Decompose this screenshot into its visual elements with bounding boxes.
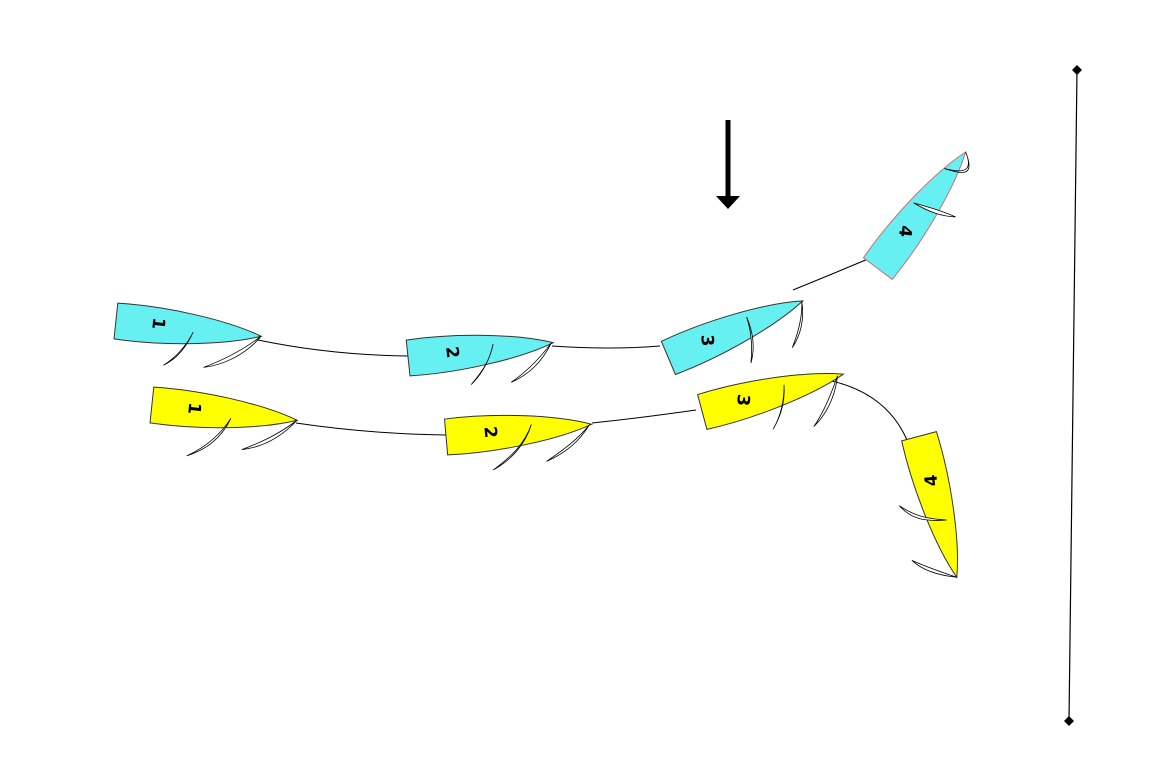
boat-sail (186, 418, 232, 457)
boat-yellow-3: 3 (697, 355, 849, 431)
boat-label: 4 (894, 224, 915, 238)
boat-sail (911, 559, 957, 578)
boat-label: 3 (732, 393, 753, 407)
diamond-mark-icon (1064, 716, 1074, 726)
boat-hull (697, 355, 849, 431)
finish-line (1064, 65, 1082, 726)
boat-sail (944, 151, 970, 173)
boat-sail (899, 505, 947, 521)
boat-yellow-4: 4 (899, 431, 976, 583)
boat-sail (470, 343, 494, 385)
boat-cyan-4: 4 (862, 140, 981, 281)
boat-sail (813, 375, 838, 427)
boat-sail (746, 316, 754, 364)
yellow-track (295, 378, 908, 441)
boat-sail (492, 424, 532, 471)
boat-hull (660, 283, 811, 376)
boat-hull (149, 386, 300, 439)
boat-sail (203, 335, 262, 368)
boat-sail (510, 342, 552, 383)
boat-sail (791, 301, 804, 348)
boat-cyan-3: 3 (660, 283, 811, 376)
diamond-mark-icon (1072, 65, 1082, 75)
boat-sail (546, 424, 590, 462)
boat-hull (113, 302, 264, 355)
wind-arrow-icon (716, 120, 740, 209)
boat-label: 1 (147, 316, 168, 330)
boat-sail (913, 202, 956, 218)
boat-sail (163, 331, 194, 366)
boat-yellow-2: 2 (443, 405, 594, 471)
boat-label: 2 (441, 345, 462, 359)
boat-label: 2 (479, 425, 500, 439)
boat-label: 4 (921, 474, 942, 488)
boat-hull (862, 140, 981, 281)
boat-cyan-2: 2 (405, 323, 556, 385)
boat-label: 3 (696, 334, 717, 347)
boat-label: 1 (183, 401, 204, 415)
boat-hull (900, 431, 976, 583)
cyan-track (257, 258, 869, 357)
boat-yellow-1: 1 (149, 386, 300, 457)
boat-sail (241, 419, 298, 451)
boat-cyan-1: 1 (113, 302, 264, 368)
